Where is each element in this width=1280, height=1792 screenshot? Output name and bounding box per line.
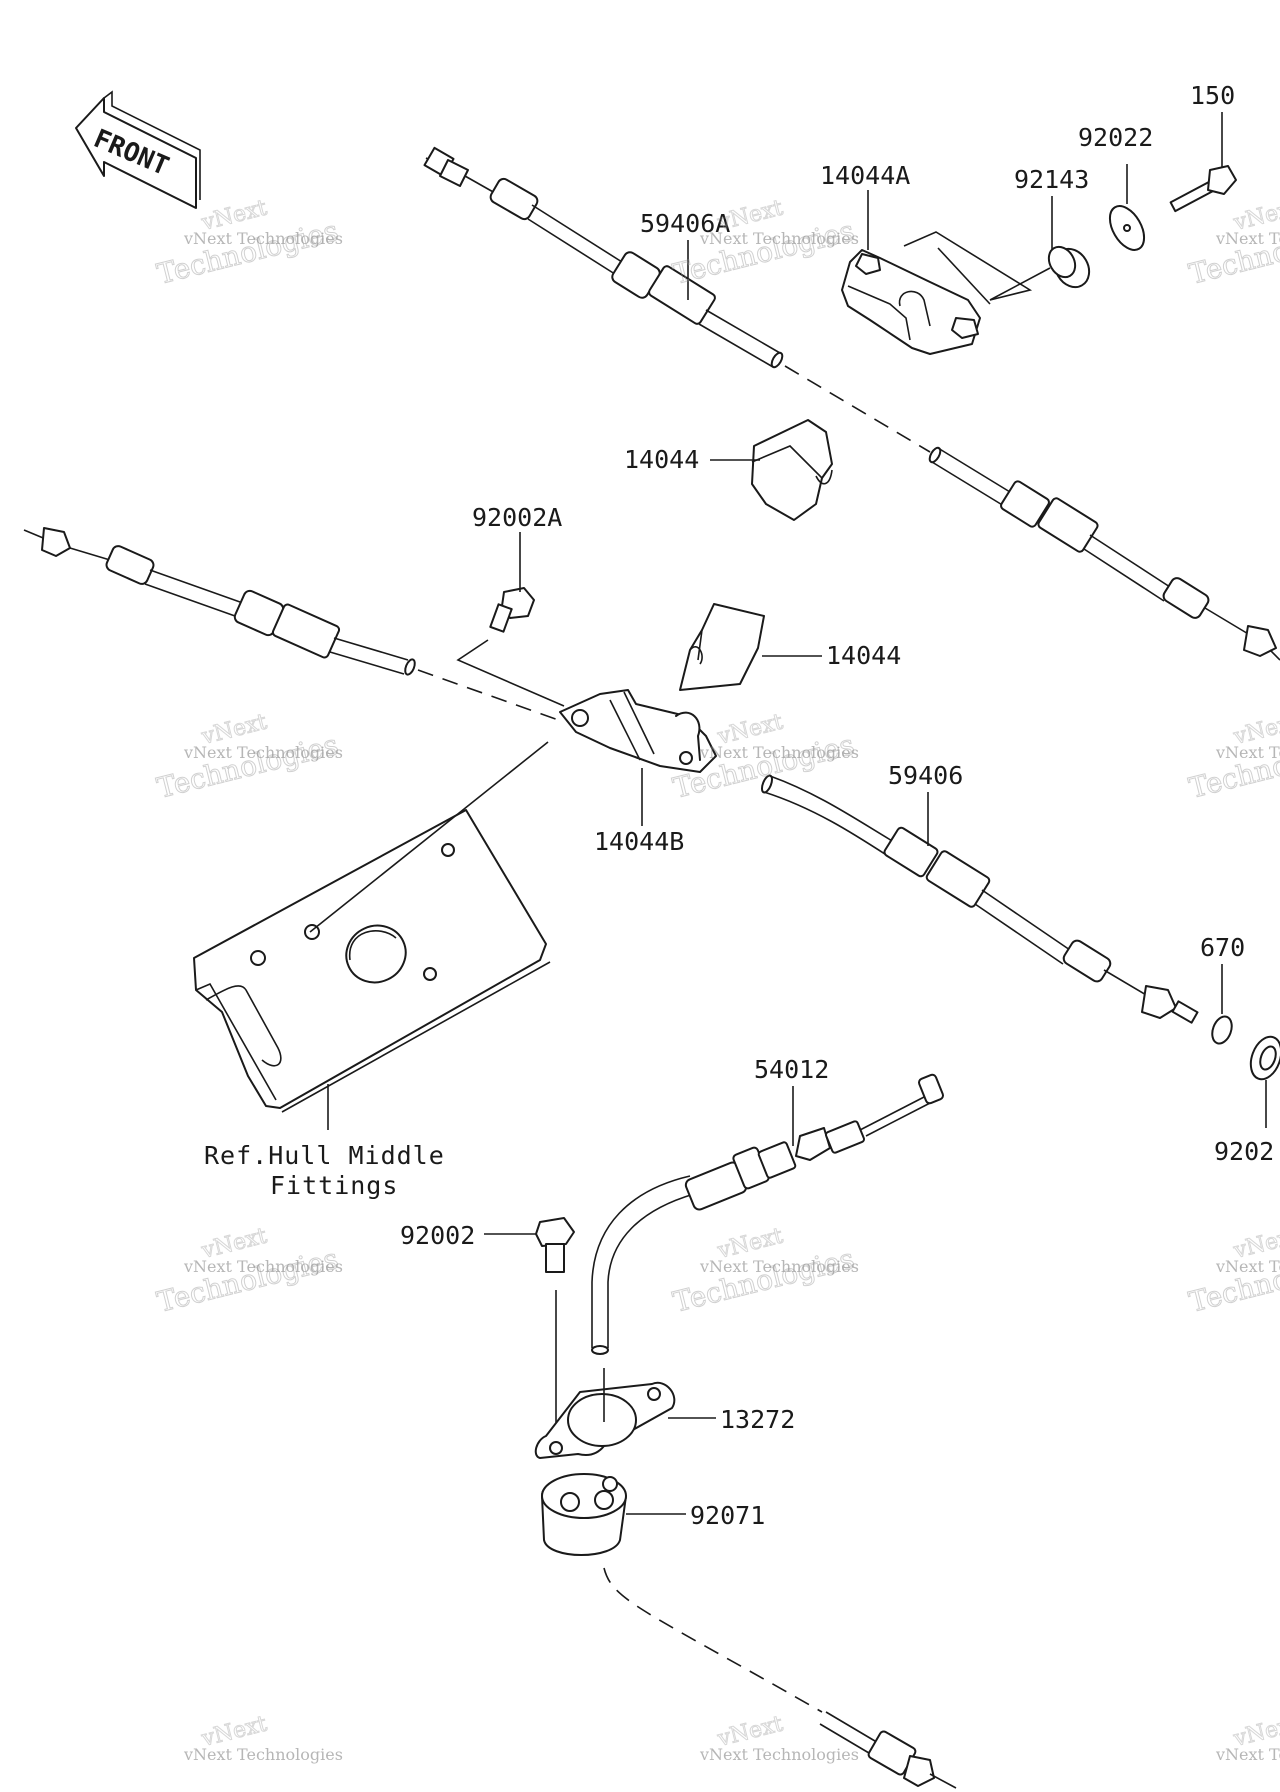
label-14044a: 14044A [820,161,910,190]
washer-92022-lower [1249,1035,1280,1081]
plate-13272 [534,1381,676,1459]
label-14044b: 14044B [594,827,684,856]
front-arrow-icon: FRONT [75,90,201,209]
watermark-2-line2: vNext Technologies [699,229,859,248]
watermark-10: vNext vNext Technologies [183,1711,343,1764]
label-670: 670 [1200,933,1245,962]
watermark-4-line3: Technologies [154,728,342,805]
cover-14044-top [751,419,833,521]
watermark-7: vNext vNext Technologies Technologies [153,1223,343,1319]
part-labels: 150 92022 14044A 92143 59406A 14044 9200… [400,81,1274,1530]
hull-middle-fittings [193,809,551,1113]
bolt-150 [1169,165,1237,213]
watermark-12-line2: vNext Technologies [1215,1745,1280,1764]
cable-59406a [423,146,784,369]
reference-note-line2: Fittings [270,1171,398,1200]
label-14044-mid: 14044 [826,641,901,670]
watermark-1-line3: Technologies [154,214,342,291]
watermark-8-line3: Technologies [670,1242,858,1319]
label-14044-top: 14044 [624,445,699,474]
watermark-6-line2: vNext Technologies [1215,743,1280,762]
watermark-5-line2: vNext Technologies [699,743,859,762]
cable-59406-right [760,774,1199,1024]
cable-59406-left [23,527,416,676]
watermark-1-line2: vNext Technologies [183,229,343,248]
label-150: 150 [1190,81,1235,110]
watermark-3-line2: vNext Technologies [1215,229,1280,248]
collar-92143 [1047,245,1091,289]
leader-lines [484,112,1223,1515]
cable-59406a-right [928,446,1280,661]
label-92002: 92002 [400,1221,475,1250]
watermark-6: vNext vNext Technologies Technologies [1185,709,1280,805]
watermark-7-line3: Technologies [154,1242,342,1319]
watermark-4: vNext vNext Technologies Technologies [153,709,343,805]
watermark-7-line2: vNext Technologies [183,1257,343,1276]
label-54012: 54012 [754,1055,829,1084]
watermark-1: vNext vNext Technologies Technologies [153,195,343,291]
watermark-12: vNext vNext Technologies [1215,1711,1280,1764]
watermark-9: vNext vNext Technologies Technologies [1185,1223,1280,1319]
watermark-9-line2: vNext Technologies [1215,1257,1280,1276]
cable-lower-end [819,1711,957,1789]
cable-54012 [591,1073,945,1355]
label-92143: 92143 [1014,165,1089,194]
label-59406a: 59406A [640,209,730,238]
watermark-10-line2: vNext Technologies [183,1745,343,1764]
reference-note-line1: Ref.Hull Middle [204,1141,445,1170]
o-ring-670 [1211,1015,1233,1045]
bolt-92002a [489,587,535,633]
cover-14044-mid [679,603,765,691]
bracket-14044a [841,249,981,355]
watermark-11-line2: vNext Technologies [699,1745,859,1764]
watermark-4-line2: vNext Technologies [183,743,343,762]
watermark-8: vNext vNext Technologies Technologies [669,1223,859,1319]
washer-92022 [1108,205,1146,251]
label-13272: 13272 [720,1405,795,1434]
grommet-92071 [541,1473,627,1556]
label-92071: 92071 [690,1501,765,1530]
label-92002a: 92002A [472,503,562,532]
reference-note: Ref.Hull Middle Fittings [204,1141,445,1200]
label-92022-cut: 9202 [1214,1137,1274,1166]
watermark-8-line2: vNext Technologies [699,1257,859,1276]
bracket-14044b [559,689,717,773]
label-92022: 92022 [1078,123,1153,152]
label-59406: 59406 [888,761,963,790]
watermark-3: vNext vNext Technologies Technologies [1185,195,1280,291]
bolt-92002 [535,1217,575,1273]
watermark-11: vNext vNext Technologies [699,1711,859,1764]
